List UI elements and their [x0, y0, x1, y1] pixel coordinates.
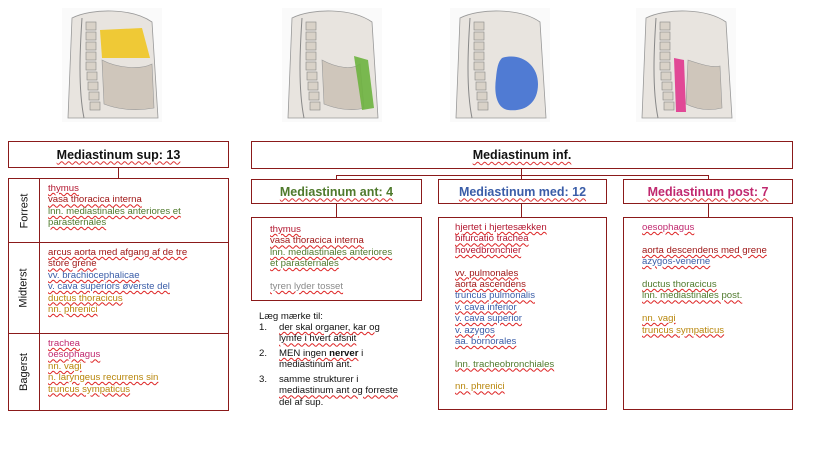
list-item: vv. pulmonales [455, 267, 519, 279]
list-item: aorta descendens med grene [642, 244, 767, 256]
post-header: Mediastinum post: 7 [623, 179, 793, 204]
row-label-midterst: Midterst [18, 268, 30, 308]
inf-header: Mediastinum inf. [251, 141, 793, 169]
list-item: et parasternales [270, 258, 339, 270]
superior-highlight [100, 28, 150, 58]
list-item: truncus sympaticus [642, 324, 725, 336]
list-item: v. azygos [455, 324, 495, 336]
list-item: hjertet i hjertesækken [455, 222, 547, 233]
list-item: vv. brachiocephalicae [48, 269, 140, 281]
ant-header: Mediastinum ant: 4 [251, 179, 422, 204]
list-item [270, 270, 392, 281]
list-item [642, 268, 767, 279]
connector-line [521, 175, 522, 179]
list-item: tyren lyder tosset [270, 280, 344, 292]
posterior-thumbnail [636, 8, 736, 122]
list-item [455, 347, 554, 358]
superior-thumbnail [62, 8, 162, 122]
anterior-highlight [354, 56, 374, 110]
list-item: oesophagus [48, 349, 101, 361]
row-label-bagerst: Bagerst [18, 353, 31, 391]
connector-line [336, 175, 708, 176]
note: Læg mærke til: 1. der skal organer, kar … [259, 311, 429, 408]
med-title: Mediastinum med: 12 [458, 184, 587, 199]
connector-line [708, 204, 709, 217]
list-item: v. cava superiors øverste del [48, 281, 170, 293]
anterior-thumbnail [282, 8, 382, 122]
list-item: azygos-venerne [642, 256, 711, 268]
middle-highlight [495, 56, 538, 111]
list-item: aa. bornorales [455, 335, 517, 347]
list-item: nn. phrenici [455, 381, 505, 393]
list-item: nn. vagi [48, 360, 82, 372]
med-header: Mediastinum med: 12 [438, 179, 607, 204]
middle-thumbnail [450, 8, 550, 122]
row-label-forrest: Forrest [18, 193, 30, 228]
list-item: lnn. mediastinales anteriores et [48, 205, 181, 217]
sup-title: Mediastinum sup: 13 [56, 147, 181, 162]
note-item-2: 2. MEN ingen nerver i mediastinum ant. [259, 348, 364, 371]
list-item: bifurcatio trachea [455, 233, 529, 245]
connector-line [336, 175, 337, 179]
connector-line [521, 169, 522, 175]
list-item: ductus thoracicus [48, 292, 123, 304]
list-item [455, 256, 554, 267]
connector-line [118, 168, 119, 178]
list-item [642, 302, 767, 313]
list-item: vasa thoracica interna [48, 194, 142, 206]
list-item [455, 370, 554, 381]
sup-header: Mediastinum sup: 13 [8, 141, 229, 168]
list-item: arcus aorta med afgang af de tre [48, 247, 188, 258]
list-item [642, 233, 767, 244]
list-item: truncus pulmonalis [455, 290, 535, 302]
list-item: lnn. mediastinales post. [642, 290, 743, 302]
note-item-3: 3. samme strukturer i mediastinum ant og… [259, 374, 398, 408]
row-divider [9, 242, 228, 243]
list-item: truncus sympaticus [48, 383, 131, 395]
list-item: nn. vagi [642, 313, 676, 325]
note-heading: Læg mærke til: [259, 311, 323, 322]
row-divider [9, 333, 228, 334]
ant-title: Mediastinum ant: 4 [279, 184, 394, 199]
list-item: ductus thoracicus [642, 278, 717, 290]
column-divider [39, 179, 40, 410]
list-item: lnn. mediastinales anteriores [270, 246, 393, 258]
list-item: parasternales [48, 217, 107, 229]
list-item: trachea [48, 338, 80, 349]
list-item: oesophagus [642, 222, 695, 233]
list-item: v. cava superior [455, 313, 523, 325]
posterior-highlight [674, 58, 686, 112]
list-item: v. cava inferior [455, 301, 517, 313]
list-item: lnn. tracheobronchiales [455, 358, 555, 370]
list-item: thymus [270, 224, 301, 235]
list-item: hovedbronchier [455, 244, 522, 256]
list-item: n. laryngeus recurrens sin [48, 372, 159, 384]
connector-line [521, 204, 522, 217]
list-item: thymus [48, 183, 79, 194]
connector-line [336, 204, 337, 217]
list-item: aorta ascendens [455, 278, 526, 290]
note-item-1: 1. der skal organer, kar og lymfe i hver… [259, 322, 380, 345]
inf-title: Mediastinum inf. [472, 148, 572, 162]
list-item: nn. phrenici [48, 303, 98, 315]
connector-line [708, 175, 709, 179]
list-item: vasa thoracica interna [270, 235, 364, 247]
post-title: Mediastinum post: 7 [647, 184, 769, 199]
list-item: store grene [48, 258, 97, 270]
